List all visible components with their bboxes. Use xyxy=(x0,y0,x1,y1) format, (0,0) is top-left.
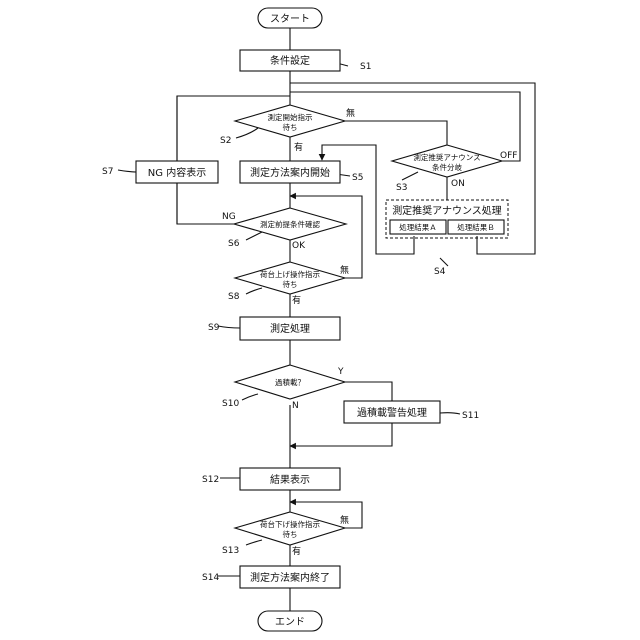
box-s1: 条件設定 xyxy=(240,50,340,71)
box-s12: 結果表示 xyxy=(240,468,340,490)
decision-s6: 測定前提条件確認 xyxy=(234,208,346,240)
step-s12: S12 xyxy=(202,475,219,485)
box-s11: 過積載警告処理 xyxy=(344,401,440,423)
box-s9: 測定処理 xyxy=(240,317,340,340)
box-s5: 測定方法案内開始 xyxy=(240,161,340,183)
start-label: スタート xyxy=(270,13,310,25)
step-s11: S11 xyxy=(462,411,479,421)
box-s1-label: 条件設定 xyxy=(270,54,310,67)
step-s5: S5 xyxy=(352,173,363,183)
decision-s2-line1: 測定開始指示 xyxy=(268,112,313,122)
box-s7-label: NG 内容表示 xyxy=(148,166,206,179)
decision-s3: 測定推奨アナウンス 条件分岐 xyxy=(392,145,502,177)
step-s3: S3 xyxy=(396,183,407,193)
step-s6: S6 xyxy=(228,239,240,249)
box-s4-result-b: 処理結果Ｂ xyxy=(457,222,495,232)
decision-s8: 荷台上げ操作指示 待ち xyxy=(235,262,345,294)
box-s11-label: 過積載警告処理 xyxy=(357,406,427,419)
box-s7: NG 内容表示 xyxy=(136,161,218,183)
decision-s3-line1: 測定推奨アナウンス xyxy=(413,152,480,162)
decision-s8-line1: 荷台上げ操作指示 xyxy=(260,269,320,279)
edge-s6-ok: OK xyxy=(292,241,306,251)
step-s4: S4 xyxy=(434,267,446,277)
box-s4: 測定推奨アナウンス処理 処理結果Ａ 処理結果Ｂ xyxy=(386,200,508,238)
decision-s3-line2: 条件分岐 xyxy=(432,162,462,172)
decision-s2-line2: 待ち xyxy=(283,122,298,132)
decision-s13-line2: 待ち xyxy=(283,529,298,539)
step-s14: S14 xyxy=(202,573,219,583)
edge-s6-ng: NG xyxy=(222,212,236,222)
decision-s6-label: 測定前提条件確認 xyxy=(260,219,320,229)
decision-s8-line2: 待ち xyxy=(283,279,298,289)
decision-s13-line1: 荷台下げ操作指示 xyxy=(260,519,320,529)
box-s12-label: 結果表示 xyxy=(270,473,310,486)
end-label: エンド xyxy=(275,617,305,628)
start-terminator: スタート xyxy=(258,8,322,28)
step-s1: S1 xyxy=(360,62,371,72)
decision-s10-label: 過積載？ xyxy=(275,377,305,387)
step-s7: S7 xyxy=(102,167,113,177)
edge-s13-yes: 有 xyxy=(292,545,301,557)
decision-s13: 荷台下げ操作指示 待ち xyxy=(235,512,345,545)
box-s4-result-a: 処理結果Ａ xyxy=(399,222,437,232)
edge-s8-no: 無 xyxy=(340,264,349,276)
edge-s13-no: 無 xyxy=(340,514,349,526)
box-s14-label: 測定方法案内終了 xyxy=(250,571,330,584)
box-s9-label: 測定処理 xyxy=(270,322,310,335)
edge-s2-no: 無 xyxy=(346,107,355,119)
step-s9: S9 xyxy=(208,323,220,333)
edge-s10-y: Y xyxy=(337,367,344,377)
decision-s10: 過積載？ xyxy=(235,365,345,399)
step-s13: S13 xyxy=(222,546,239,556)
box-s5-label: 測定方法案内開始 xyxy=(250,166,330,179)
step-s2: S2 xyxy=(220,136,231,146)
box-s4-title: 測定推奨アナウンス処理 xyxy=(392,204,502,217)
step-s8: S8 xyxy=(228,292,240,302)
box-s14: 測定方法案内終了 xyxy=(240,566,340,588)
end-terminator: エンド xyxy=(258,611,322,631)
edge-s3-on: ON xyxy=(451,179,465,189)
edge-s10-n: N xyxy=(292,401,299,411)
edge-s2-yes: 有 xyxy=(294,141,303,153)
step-s10: S10 xyxy=(222,399,239,409)
edge-s8-yes: 有 xyxy=(292,294,301,306)
edge-s3-off: OFF xyxy=(500,151,517,161)
